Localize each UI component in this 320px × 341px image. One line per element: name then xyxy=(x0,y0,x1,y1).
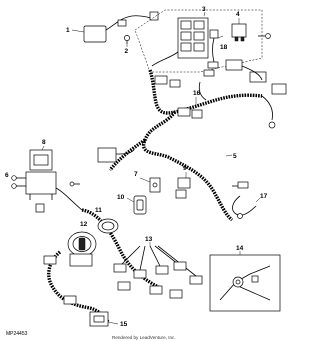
part-11-ring: 11 xyxy=(95,207,119,234)
part-12-ignition-switch: 12 xyxy=(67,221,97,267)
callout-7: 7 xyxy=(134,171,138,178)
part-1-module: 1 xyxy=(66,11,159,43)
wiring-harness-diagram: 1 2 3 4 18 xyxy=(5,6,287,340)
part-10-bezel: 10 xyxy=(117,194,147,215)
part-4-relay: 4 xyxy=(231,11,247,42)
render-credit: Rendered by LeadVenture, Inc. xyxy=(112,335,176,340)
upper-middle-connectors xyxy=(154,69,215,101)
callout-4: 4 xyxy=(236,11,240,18)
part-18-connector: 18 xyxy=(207,29,228,69)
callout-2: 2 xyxy=(125,48,129,55)
callout-5: 5 xyxy=(233,153,237,160)
fuse-block-enclosure xyxy=(134,9,263,73)
right-connectors xyxy=(225,59,287,129)
figure-id: MP24453 xyxy=(6,331,28,337)
part-16-connectors: 16 xyxy=(177,90,203,119)
part-13-connector-cluster: 13 xyxy=(113,236,203,299)
part-7-bracket: 7 xyxy=(134,171,161,193)
callout-6: 6 xyxy=(5,172,9,179)
callout-17: 17 xyxy=(260,193,268,200)
bolt-top-right xyxy=(258,33,271,39)
callout-18: 18 xyxy=(220,44,228,51)
callout-10: 10 xyxy=(117,194,125,201)
part-2-bolt: 2 xyxy=(124,35,130,55)
callout-9: 9 xyxy=(183,165,187,172)
callout-16: 16 xyxy=(193,90,201,97)
callout-3: 3 xyxy=(202,6,206,13)
part-6-bolts: 6 xyxy=(5,172,83,213)
part-8-switch-bracket: 8 xyxy=(25,139,57,200)
part-5-harness-branch: 5 xyxy=(97,147,249,189)
part-3-fuse-block: 3 xyxy=(151,6,209,67)
callout-12: 12 xyxy=(80,221,88,228)
callout-14: 14 xyxy=(236,245,244,252)
part-17-ground-wire: 17 xyxy=(232,193,268,219)
callout-1: 1 xyxy=(66,27,70,34)
callout-8: 8 xyxy=(42,139,46,146)
part-9-connector: 9 xyxy=(175,165,191,199)
part-14-detail-inset: 14 xyxy=(209,245,281,312)
callout-11: 11 xyxy=(95,207,102,214)
part-15-connector-block: 15 xyxy=(43,255,128,328)
callout-13: 13 xyxy=(145,236,153,243)
callout-15: 15 xyxy=(120,321,128,328)
